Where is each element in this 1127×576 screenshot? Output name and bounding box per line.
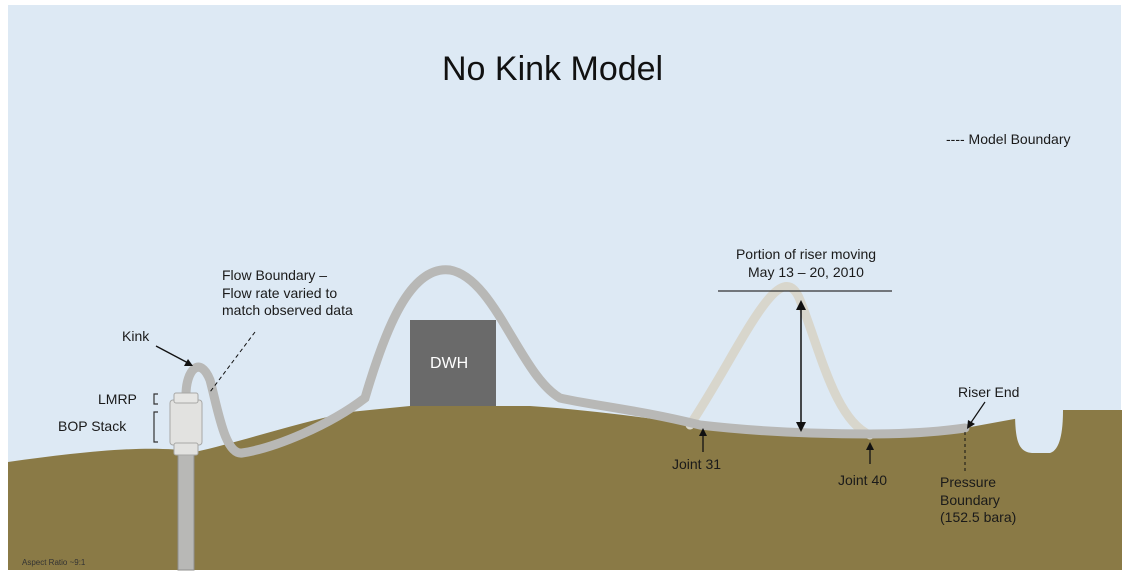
kink-arrow xyxy=(155,345,191,365)
legend: ---- Model Boundary xyxy=(946,131,1071,149)
portion-line-1: Portion of riser moving xyxy=(735,246,877,262)
legend-label: Model Boundary xyxy=(968,131,1071,147)
seabed xyxy=(8,406,1122,570)
bop-stack-label: BOP Stack xyxy=(58,418,127,434)
flow-boundary-line-3: match observed data xyxy=(222,302,353,318)
flow-boundary-line-1: Flow Boundary – xyxy=(222,267,328,283)
kink-arrowhead xyxy=(184,359,193,366)
kink-label: Kink xyxy=(122,328,150,344)
joint-31-label: Joint 31 xyxy=(672,456,722,472)
flow-boundary-label: Flow Boundary – Flow rate varied to matc… xyxy=(222,267,353,320)
joint-40-label: Joint 40 xyxy=(838,472,888,488)
dwh-label: DWH xyxy=(430,355,469,372)
pressure-boundary-line-2: Boundary xyxy=(940,491,1000,508)
diagram-title: No Kink Model xyxy=(442,50,664,88)
lmrp xyxy=(173,392,199,404)
riser-end-arrowhead xyxy=(967,420,975,429)
legend-dash: ---- xyxy=(946,131,965,147)
pressure-boundary-line-1: Pressure xyxy=(940,474,997,490)
riser-moving-portion xyxy=(685,282,875,440)
joint-40-arrowhead xyxy=(866,442,874,450)
portion-label: Portion of riser moving May 13 – 20, 201… xyxy=(722,246,890,281)
joint-31-arrowhead xyxy=(699,428,707,436)
bop-stack xyxy=(169,399,203,446)
lmrp-label: LMRP xyxy=(98,391,137,407)
displacement-arrowhead-up xyxy=(796,300,806,310)
lmrp-bracket xyxy=(153,393,158,405)
dwh-box xyxy=(410,320,496,406)
riser-pipe xyxy=(181,265,970,458)
displacement-arrowhead-down xyxy=(796,422,806,432)
flow-boundary-line-2: Flow rate varied to xyxy=(222,284,338,301)
pressure-boundary-label: Pressure Boundary (152.5 bara) xyxy=(940,474,1016,527)
riser-end-arrow xyxy=(969,401,986,425)
flow-boundary-leader xyxy=(209,331,256,393)
bop-bracket xyxy=(153,411,158,443)
bop-base xyxy=(173,442,199,456)
portion-line-2: May 13 – 20, 2010 xyxy=(748,263,864,280)
pressure-boundary-line-3: (152.5 bara) xyxy=(940,509,1017,525)
aspect-ratio-note: Aspect Ratio ~9:1 xyxy=(22,558,86,567)
riser-end-label: Riser End xyxy=(958,384,1020,400)
seabed-trench xyxy=(1015,410,1063,453)
wellhead-pipe xyxy=(177,449,195,571)
